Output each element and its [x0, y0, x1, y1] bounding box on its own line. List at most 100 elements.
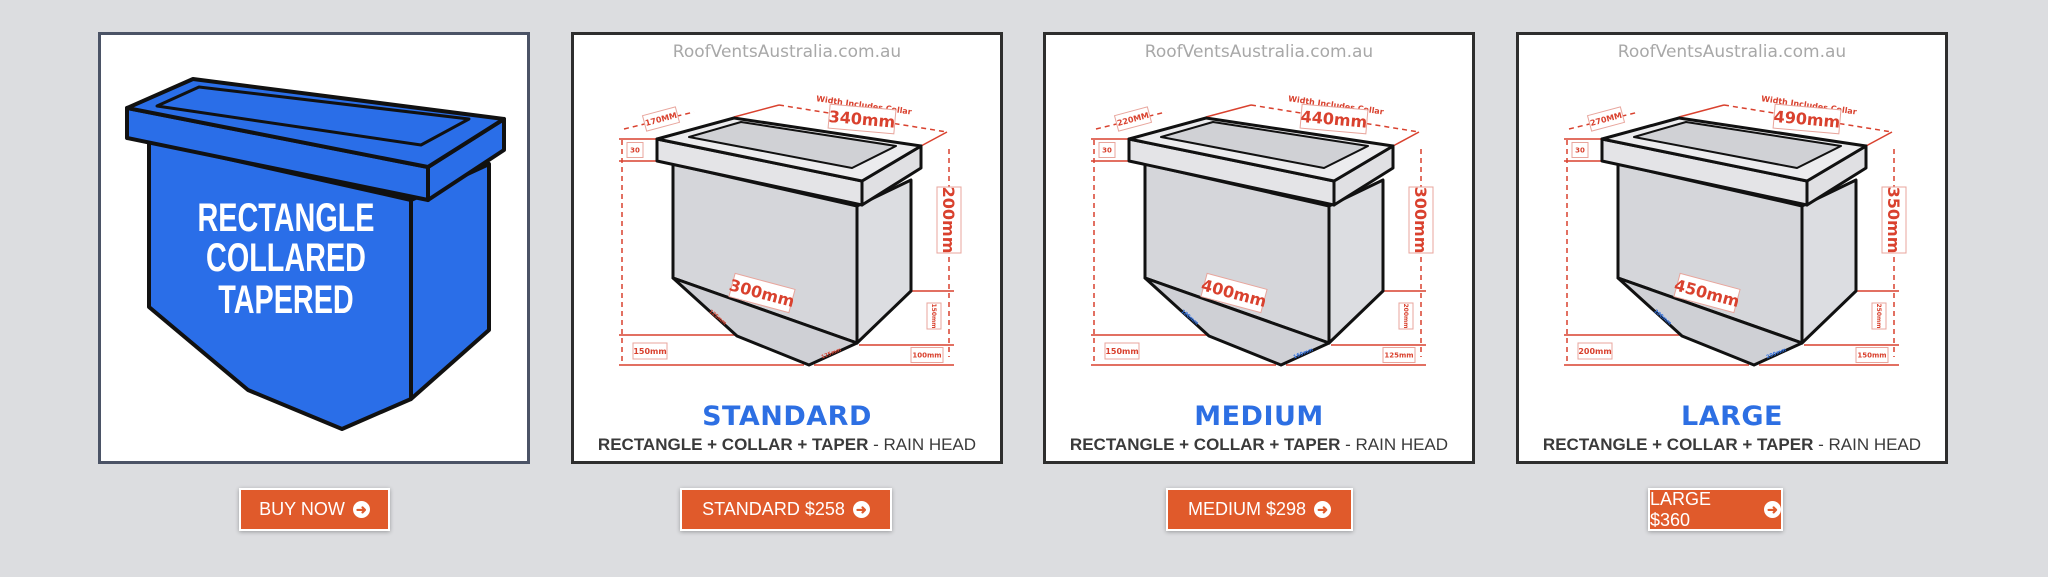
collar-label: 30 [1575, 147, 1585, 155]
collar-label-group: 30 [1571, 142, 1589, 158]
depth-label-group: 170MM [641, 106, 681, 132]
bottom-left-label-box [1104, 342, 1140, 360]
subtitle-bold: RECTANGLE + COLLAR + TAPER [597, 435, 869, 454]
subtitle-bold: RECTANGLE + COLLAR + TAPER [1069, 435, 1341, 454]
bottom-left-label-group: 150mm [632, 342, 668, 360]
bottom-left-label: 200mm [1578, 347, 1611, 356]
bottom-right-label-group: 100mm [910, 347, 944, 363]
bottom-right-label: 100mm [912, 352, 941, 360]
feature-line-1: RECTANGLE [197, 195, 374, 240]
product-title: STANDARD [702, 401, 872, 432]
height-label-box [1408, 186, 1434, 254]
collar-label: 30 [1102, 147, 1112, 155]
box-shape [1600, 116, 1868, 367]
box-shape [1127, 116, 1395, 367]
subtitle-rest: - RAIN HEAD [1813, 435, 1922, 454]
height-label: 350mm [1884, 187, 1903, 254]
height-label-group: 300mm [1408, 186, 1434, 254]
depth-label-box [641, 106, 681, 132]
taper-height-label-box [1871, 302, 1887, 330]
rain-head-illustration: RECTANGLE COLLARED TAPERED [125, 77, 506, 431]
bottom-left-label: 150mm [1105, 347, 1138, 356]
feature-line-3: TAPERED [218, 277, 353, 322]
taper-height-label: 200mm [1402, 303, 1409, 328]
product-title: MEDIUM [1194, 401, 1324, 432]
depth-label-group: 220MM [1113, 106, 1153, 132]
depth-label-box [1586, 106, 1626, 132]
product-title: LARGE [1681, 401, 1783, 432]
subtitle-bold: RECTANGLE + COLLAR + TAPER [1542, 435, 1814, 454]
feature-line-2: COLLARED [206, 235, 366, 280]
bottom-left-label-group: 150mm [1104, 342, 1140, 360]
height-label-group: 200mm [936, 186, 962, 254]
taper-height-label-group: 250mm [1871, 302, 1887, 330]
subtitle-rest: - RAIN HEAD [1340, 435, 1449, 454]
medium-buy-button[interactable]: MEDIUM $298 ➜ [1166, 488, 1353, 531]
height-label-group: 350mm [1881, 186, 1907, 254]
standard-buy-button[interactable]: STANDARD $258 ➜ [680, 488, 892, 531]
length-label-box [1200, 272, 1268, 314]
collar-label-group: 30 [626, 142, 644, 158]
box-shape [655, 116, 923, 367]
length-label-box [728, 272, 796, 314]
width-label-box [827, 103, 897, 135]
button-label: STANDARD $258 [702, 499, 845, 519]
width-label-group: 490mm [1772, 103, 1842, 135]
product-subtitle: RECTANGLE + COLLAR + TAPER - RAIN HEAD [574, 435, 1000, 455]
taper-height-label-group: 150mm [926, 302, 942, 330]
watermark: RoofVentsAustralia.com.au [1145, 42, 1373, 62]
subtitle-rest: - RAIN HEAD [868, 435, 977, 454]
collar-opening [155, 85, 471, 147]
watermark: RoofVentsAustralia.com.au [673, 42, 901, 62]
bottom-left-label-box [632, 342, 668, 360]
height-label: 300mm [1411, 187, 1430, 254]
product-subtitle: RECTANGLE + COLLAR + TAPER - RAIN HEAD [1046, 435, 1472, 455]
taper-height-label-box [1398, 302, 1414, 330]
taper-height-label-group: 200mm [1398, 302, 1414, 330]
product-subtitle: RECTANGLE + COLLAR + TAPER - RAIN HEAD [1519, 435, 1945, 455]
bottom-right-label: 150mm [1857, 352, 1886, 360]
bottom-left-label: 150mm [633, 347, 666, 356]
button-label: BUY NOW [259, 499, 345, 519]
length-label-box [1673, 272, 1741, 314]
buy-now-button[interactable]: BUY NOW ➜ [239, 488, 390, 531]
arrow-circle-right-icon: ➜ [1764, 501, 1781, 518]
collar-label-box [1571, 142, 1589, 158]
collar-label-box [1098, 142, 1116, 158]
width-label-group: 340mm [827, 103, 897, 135]
extension-lines [1091, 104, 1426, 366]
height-label: 200mm [939, 187, 958, 254]
large-buy-button[interactable]: LARGE $360 ➜ [1648, 488, 1783, 531]
feature-card-rectangle-collared-tapered: RECTANGLE COLLARED TAPERED [98, 32, 530, 464]
width-label-box [1299, 103, 1369, 135]
arrow-circle-right-icon: ➜ [1314, 501, 1332, 518]
collar-label: 30 [630, 147, 640, 155]
button-label: MEDIUM $298 [1187, 499, 1307, 519]
bottom-right-label: 125mm [1384, 352, 1413, 360]
bottom-right-label-box [1382, 347, 1416, 363]
width-label-group: 440mm [1299, 103, 1369, 135]
taper-height-label: 150mm [930, 303, 937, 328]
extension-lines [1564, 104, 1899, 366]
bottom-right-label-box [1855, 347, 1889, 363]
arrow-circle-right-icon: ➜ [352, 501, 370, 518]
watermark: RoofVentsAustralia.com.au [1618, 42, 1846, 62]
width-label-box [1772, 103, 1842, 135]
bottom-left-label-box [1577, 342, 1613, 360]
collar-label-group: 30 [1098, 142, 1116, 158]
depth-label-group: 270MM [1586, 106, 1626, 132]
bottom-right-label-group: 150mm [1855, 347, 1889, 363]
bottom-left-label-group: 200mm [1577, 342, 1613, 360]
height-label-box [936, 186, 962, 254]
bottom-right-label-box [910, 347, 944, 363]
arrow-circle-right-icon: ➜ [852, 501, 870, 518]
height-label-box [1881, 186, 1907, 254]
bottom-right-label-group: 125mm [1382, 347, 1416, 363]
depth-label-box [1113, 106, 1153, 132]
